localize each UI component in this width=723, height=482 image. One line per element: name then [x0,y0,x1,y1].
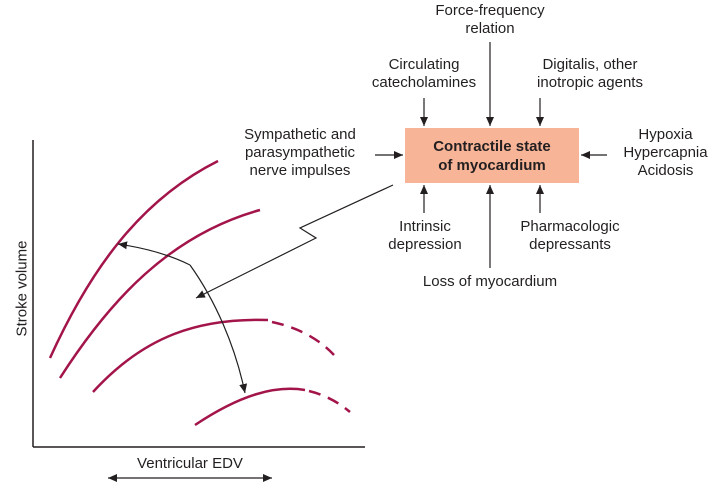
label-loss: Loss of myocardium [422,273,558,290]
label-intrinsic: Intrinsic depression [388,218,462,253]
curve-3-dashed [271,320,335,356]
label-catecholamines: Circulating catecholamines [371,56,477,91]
curve-3-solid [92,318,269,393]
curve-2 [58,208,261,379]
label-nerve-impulses: Sympathetic and parasympathetic nerve im… [244,126,356,179]
curve-shift-arrow [189,264,248,394]
curve-shift-arrow-head [117,241,191,266]
lightning-arrow [195,184,394,299]
box-line-1: Contractile state [433,137,551,155]
curve-1 [48,159,219,359]
label-hypoxia: Hypoxia Hypercapnia Acidosis [623,126,708,179]
contractile-state-box: Contractile state of myocardium [405,128,579,183]
box-line-2: of myocardium [438,156,546,174]
label-digitalis: Digitalis, other inotropic agents [537,56,643,91]
label-pharmacologic: Pharmacologic depressants [520,218,620,253]
label-force-frequency: Force-frequency relation [435,2,545,37]
curve-4-dashed [308,389,351,413]
curve-4-solid [194,387,306,427]
y-axis-label: Stroke volume [13,240,31,337]
x-axis-label: Ventricular EDV [137,455,243,472]
